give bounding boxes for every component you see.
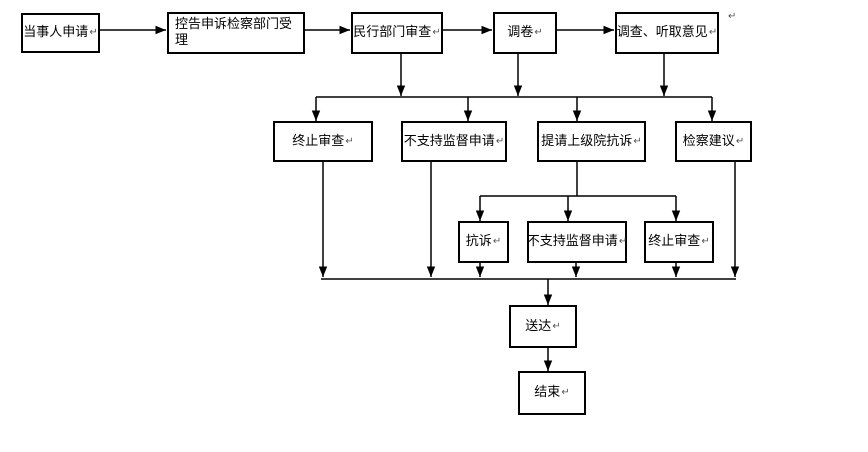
node-label: 终止审查↵	[292, 133, 354, 149]
node-deliver: 送达↵	[509, 305, 577, 348]
node-label: 结束↵	[534, 385, 570, 400]
node-label: 提请上级院抗诉↵	[541, 133, 642, 149]
node-protest: 抗诉↵	[458, 221, 509, 263]
node-label: 不支持监督申请↵	[526, 234, 628, 249]
node-procuratorial-advice: 检察建议↵	[675, 121, 752, 162]
node-terminate-review: 终止审查↵	[273, 121, 373, 162]
node-label: 检察建议↵	[682, 133, 745, 149]
node-complaint-dept: 控告申诉检察部门受理	[167, 12, 305, 54]
node-investigate: 调查、听取意见↵	[615, 12, 719, 54]
node-label: 抗诉↵	[465, 234, 502, 249]
node-transfer-files: 调卷↵	[493, 12, 557, 54]
node-label: 终止审查↵	[648, 234, 710, 249]
node-label: 送达↵	[525, 318, 561, 334]
node-terminate-review-2: 终止审查↵	[644, 221, 714, 263]
node-applicant: 当事人申请↵	[21, 13, 100, 53]
node-label: 调卷↵	[507, 25, 543, 40]
node-label: 当事人申请↵	[23, 25, 98, 40]
node-civil-review: 民行部门审查↵	[351, 12, 443, 54]
node-end: 结束↵	[518, 371, 586, 415]
node-label: 不支持监督申请↵	[403, 133, 505, 149]
node-label: 民行部门审查↵	[353, 25, 441, 40]
node-no-support-supervision-2: 不支持监督申请↵	[527, 221, 627, 263]
node-request-protest: 提请上级院抗诉↵	[537, 121, 646, 162]
node-label: 控告申诉检察部门受理	[175, 17, 293, 48]
paragraph-mark: ↵	[728, 11, 737, 22]
node-no-support-supervision: 不支持监督申请↵	[401, 121, 507, 162]
node-label: 调查、听取意见↵	[616, 25, 718, 40]
